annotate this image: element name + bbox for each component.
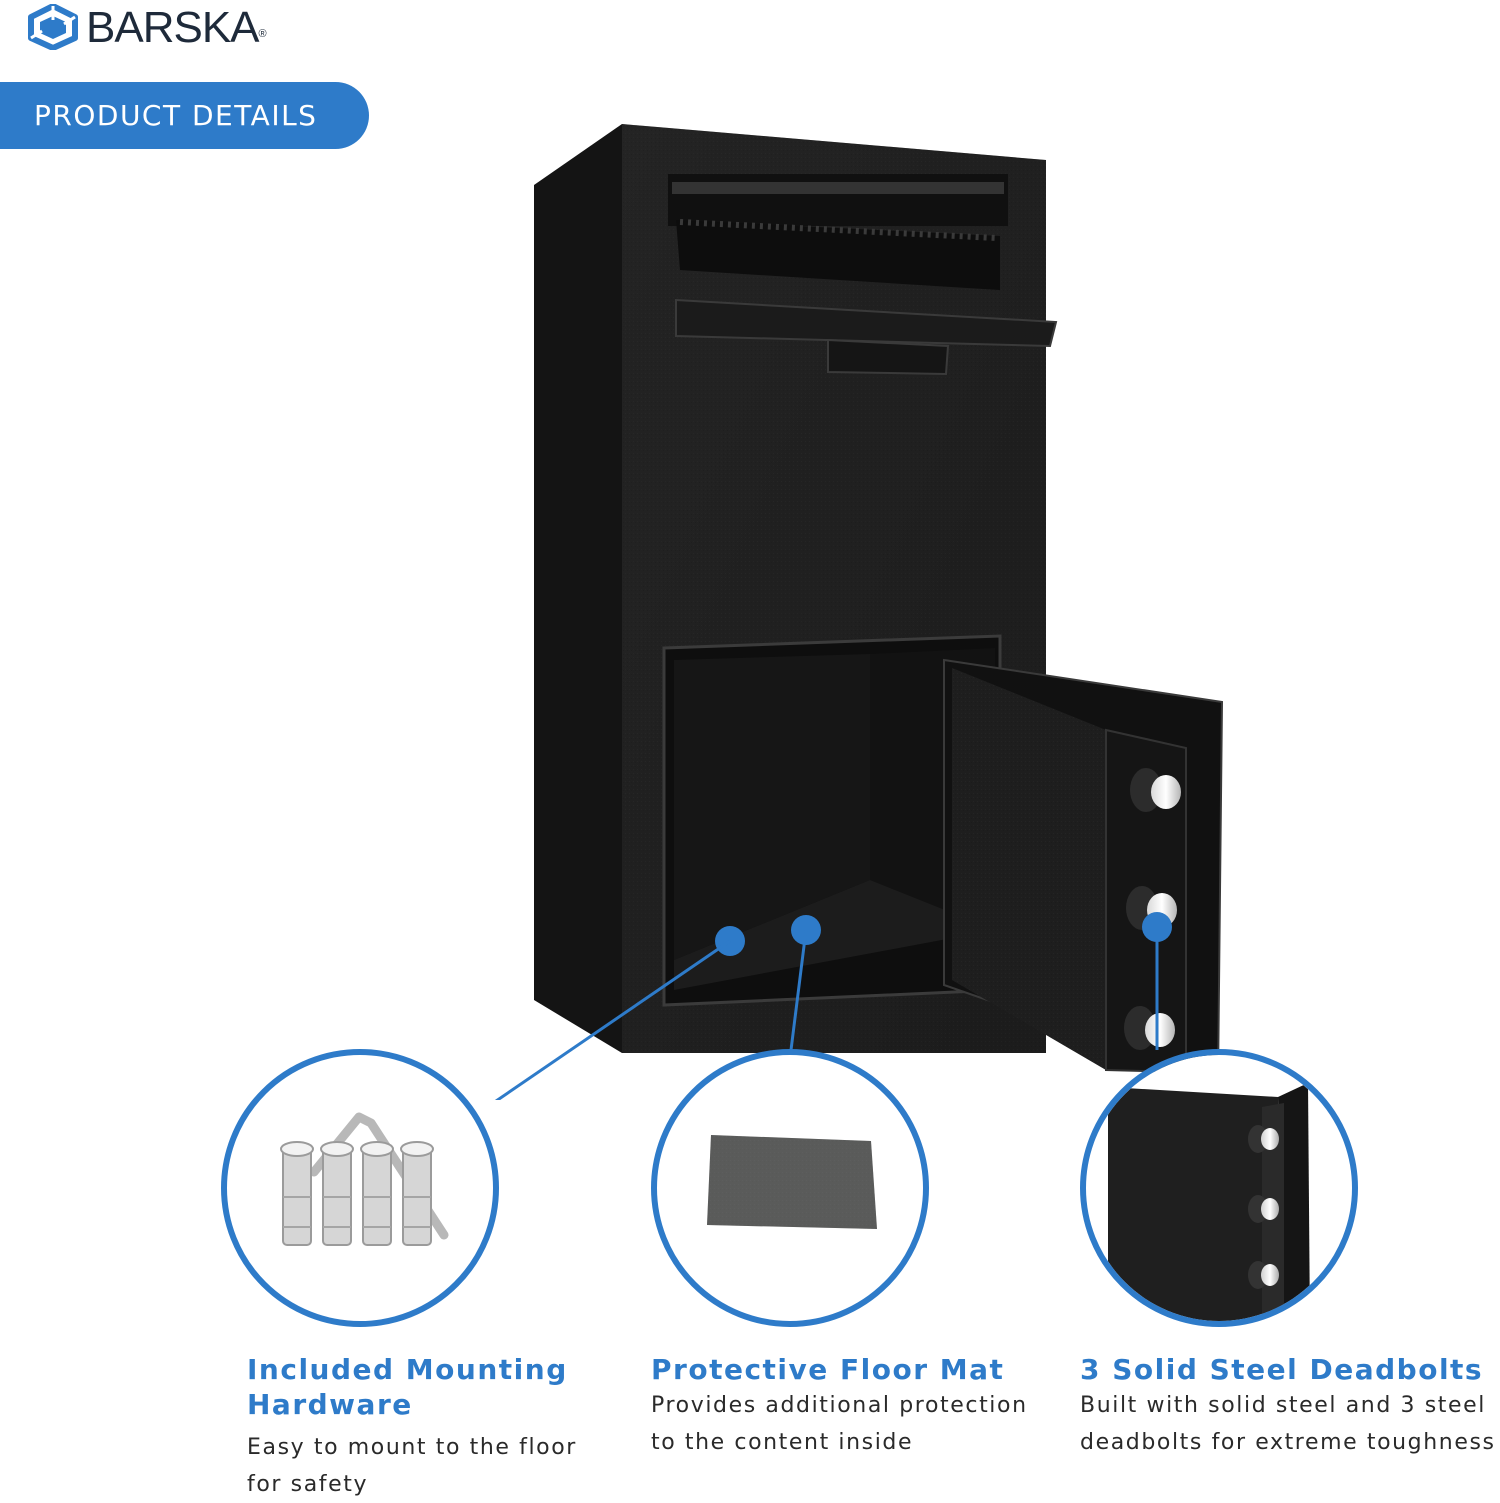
deadbolts-icon <box>1080 1049 1358 1327</box>
feature-mounting-hardware: Included Mounting Hardware Easy to mount… <box>247 1352 627 1503</box>
section-label: PRODUCT DETAILS <box>0 82 369 149</box>
brand-name: BARSKA® <box>86 3 267 52</box>
feature-title: 3 Solid Steel Deadbolts <box>1080 1353 1484 1386</box>
feature-description: Provides additional protection to the co… <box>651 1393 1028 1455</box>
feature-title: Included Mounting Hardware <box>247 1353 568 1421</box>
floor-mat-icon <box>651 1049 929 1327</box>
feature-description: Built with solid steel and 3 steel deadb… <box>1080 1393 1496 1455</box>
depository-safe-image <box>494 124 1224 1100</box>
feature-title: Protective Floor Mat <box>651 1353 1005 1386</box>
feature-floor-mat: Protective Floor Mat Provides additional… <box>651 1352 1061 1461</box>
barska-logo-icon <box>28 4 78 50</box>
feature-deadbolts: 3 Solid Steel Deadbolts Built with solid… <box>1080 1352 1500 1461</box>
feature-description: Easy to mount to the floor for safety <box>247 1435 577 1497</box>
mounting-bolts-icon <box>221 1049 499 1327</box>
